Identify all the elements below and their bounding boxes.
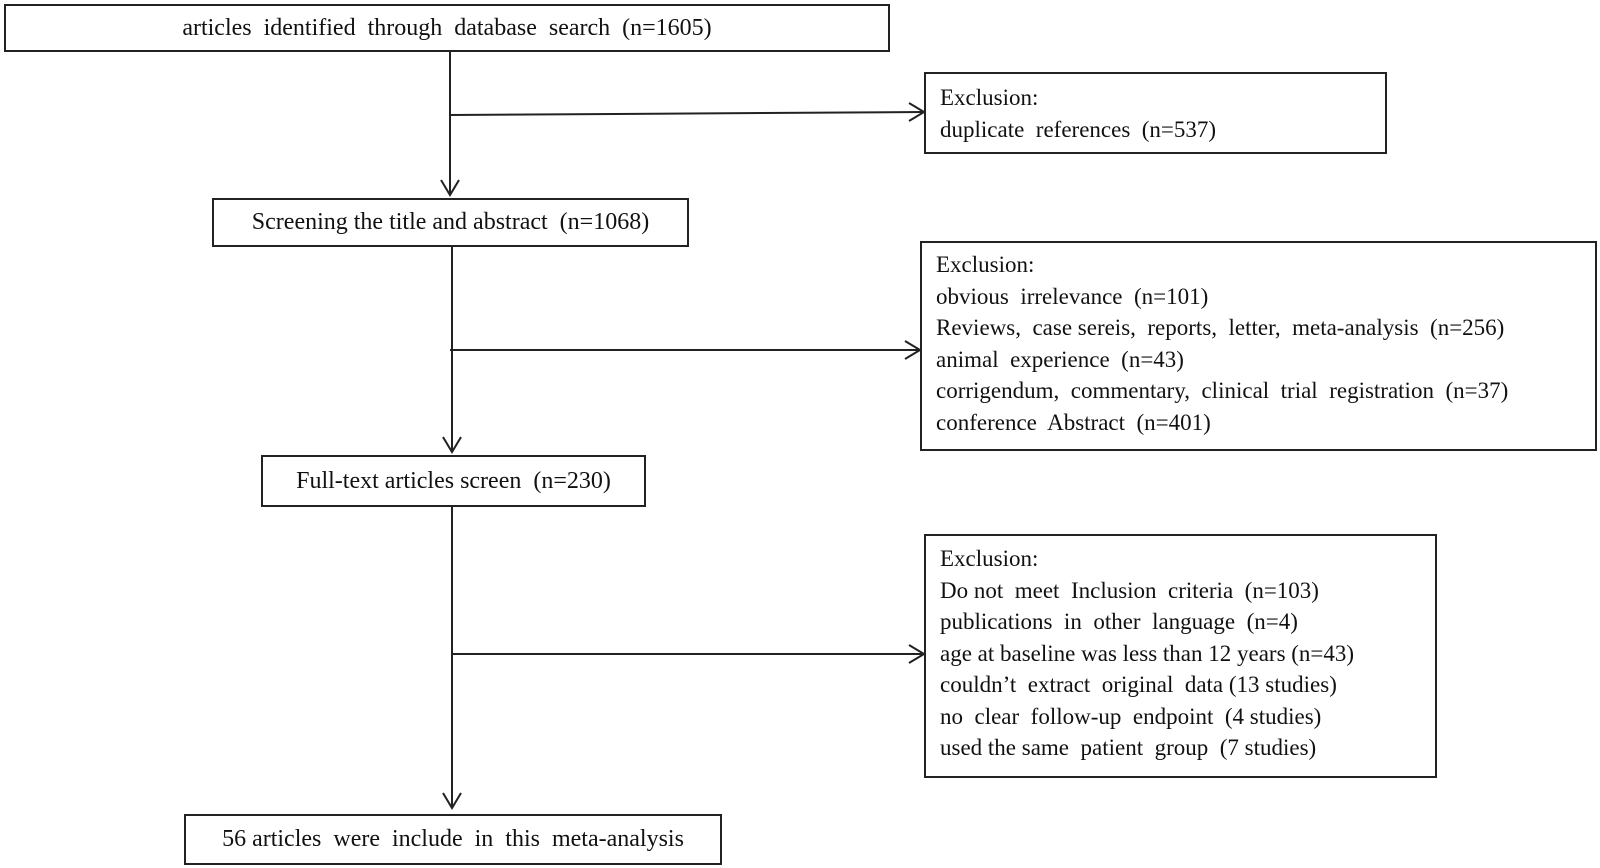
exclusion-item: animal experience (n=43)	[936, 346, 1184, 372]
identified-box: articles identified through database sea…	[4, 4, 890, 52]
included-box: 56 articles were include in this meta-an…	[184, 814, 722, 865]
exclusion-item: Reviews, case sereis, reports, letter, m…	[936, 315, 1505, 340]
exclusion-box-first: Exclusion: duplicate references (n=537)	[924, 72, 1387, 154]
exclusion-heading: Exclusion:	[936, 252, 1035, 277]
exclusion-item: duplicate references (n=537)	[940, 116, 1217, 142]
arrowhead-fulltext	[442, 436, 462, 454]
exclusion-heading: Exclusion:	[940, 85, 1039, 110]
exclusion-item: couldn’t extract original data (13 studi…	[940, 672, 1337, 697]
included-label: 56 articles were include in this meta-an…	[222, 826, 684, 852]
fulltext-label: Full-text articles screen (n=230)	[296, 467, 611, 494]
screening-label: Screening the title and abstract (n=1068…	[251, 209, 650, 235]
exclusion-item: obvious irrelevance (n=101)	[936, 283, 1209, 309]
exclusion-item: age at baseline was less than 12 years (…	[940, 640, 1355, 666]
exclusion-heading: Exclusion:	[940, 546, 1039, 571]
exclusion-box-third: Exclusion: Do not meet Inclusion criteri…	[924, 534, 1437, 778]
exclusion-item: Do not meet Inclusion criteria (n=103)	[940, 577, 1319, 603]
exclusion-item: no clear follow-up endpoint (4 studies)	[940, 703, 1322, 729]
fulltext-box: Full-text articles screen (n=230)	[261, 455, 646, 507]
arrow-to-exclusion-first	[449, 111, 925, 116]
arrowhead-screening	[440, 179, 460, 197]
exclusion-item: conference Abstract (n=401)	[936, 409, 1211, 435]
exclusion-item: corrigendum, commentary, clinical trial …	[936, 378, 1509, 403]
arrowhead-included	[442, 792, 462, 810]
exclusion-item: used the same patient group (7 studies)	[940, 735, 1317, 760]
screening-box: Screening the title and abstract (n=1068…	[212, 198, 689, 247]
identified-label: articles identified through database sea…	[182, 14, 712, 41]
exclusion-item: publications in other language (n=4)	[940, 609, 1298, 634]
exclusion-box-second: Exclusion: obvious irrelevance (n=101) R…	[920, 241, 1597, 451]
